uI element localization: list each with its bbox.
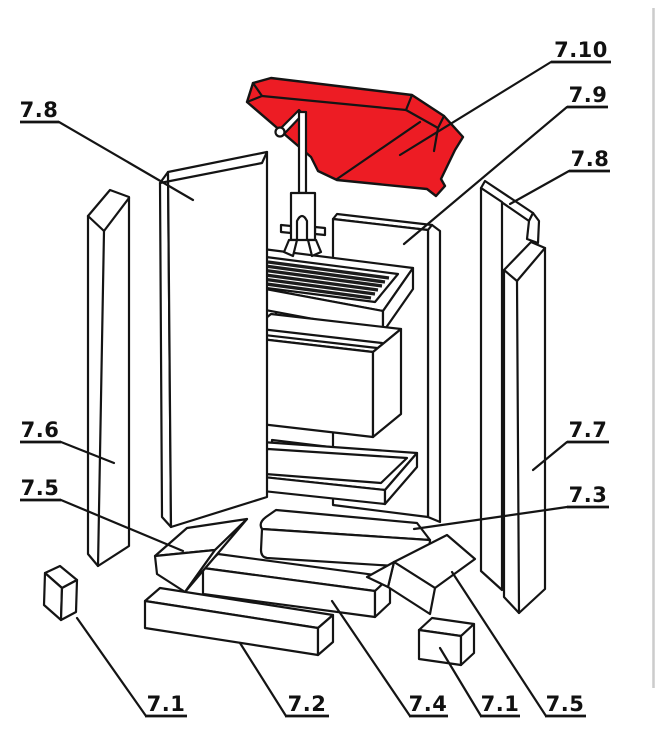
label-7-8-top-left: 7.8: [20, 98, 59, 122]
leader-7-3: [412, 505, 569, 531]
block-right-side-face: [459, 622, 476, 667]
label-7-1-right: 7.1: [481, 692, 520, 716]
left-panel-top-crease: [158, 150, 269, 185]
leader-7-10: [398, 60, 553, 157]
right-pillar-body: [502, 240, 547, 615]
hatch-line: [250, 280, 372, 300]
leader-7-5-left: [59, 498, 185, 553]
part-right-pillar-7-7: [502, 240, 547, 615]
part-left-pillar-7-6: [86, 188, 131, 568]
left-panel-face: [166, 150, 269, 529]
left-pillar-edge: [96, 229, 106, 568]
leader-7-6: [59, 440, 116, 465]
label-7-1-left: 7.1: [147, 692, 186, 716]
damper-rod: [297, 110, 308, 195]
part-grate-tray: [226, 246, 415, 334]
leader-7-1-right: [438, 646, 483, 718]
label-7-4: 7.4: [409, 692, 448, 716]
label-7-3: 7.3: [569, 483, 608, 507]
grate-hatching: [250, 260, 390, 300]
brick-73-top-face: [259, 508, 432, 542]
leader-7-1-left: [75, 616, 148, 718]
part-plank-7-2: [143, 586, 335, 657]
leader-7-7: [531, 440, 569, 472]
label-7-6: 7.6: [21, 418, 60, 442]
damper-handle-ball: [274, 126, 286, 138]
firebox-lid-crease: [245, 331, 379, 350]
part-baffle-plate-7-10-highlighted: [245, 76, 465, 198]
left-pillar-body: [86, 188, 131, 568]
leader-7-9: [402, 105, 569, 246]
label-7-5-right: 7.5: [546, 692, 585, 716]
ash-pan-right-wall: [383, 451, 419, 506]
part-labels: 7.8 7.10 7.9 7.8 7.6 7.5 7.7 7.3 7.1 7.2…: [20, 38, 610, 716]
label-underlines: [20, 60, 611, 718]
bracket-foot-right: [306, 238, 323, 258]
bracket-u-cutout: [295, 214, 309, 242]
label-7-2: 7.2: [288, 692, 327, 716]
label-7-9: 7.9: [569, 83, 608, 107]
hatch-line: [264, 264, 386, 284]
label-7-5-left: 7.5: [21, 476, 60, 500]
part-wedge-brick-left-7-5: [153, 517, 249, 594]
part-wedge-brick-right-7-5: [365, 533, 477, 616]
label-7-8-right: 7.8: [571, 147, 610, 171]
plank-72-end-face: [316, 613, 335, 657]
hatch-line: [261, 268, 383, 288]
part-rounded-brick-7-3: [259, 508, 432, 570]
right-panel-bevel-facet: [525, 211, 541, 245]
rear-panel-side-band: [426, 223, 442, 524]
label-7-10: 7.10: [554, 38, 608, 62]
bracket-crossbar-left: [279, 223, 293, 235]
firebox-right-face: [371, 327, 403, 439]
baffle-plate-body: [245, 76, 465, 198]
block-left-side-face: [59, 578, 79, 622]
leader-lines: [57, 60, 571, 718]
part-damper-rod-assembly: [274, 108, 327, 258]
leader-7-5-right: [450, 570, 548, 718]
right-panel-face: [479, 186, 504, 592]
wedge-right-tip-facet: [365, 560, 396, 589]
wedge-left-slope-face: [183, 517, 249, 594]
part-left-side-panel-7-8: [158, 150, 269, 529]
bracket-crossbar-right: [313, 225, 327, 237]
leader-7-8-top-left: [57, 120, 195, 202]
part-right-side-panel-7-8: [479, 179, 541, 592]
part-firebox-box: [241, 312, 403, 439]
leader-7-8-right: [508, 169, 571, 206]
leader-7-2: [238, 641, 288, 718]
bracket-foot-left: [282, 238, 299, 258]
part-ash-pan-tray: [223, 440, 419, 506]
hatch-line: [267, 260, 390, 280]
right-pillar-edge: [515, 279, 521, 615]
part-small-block-left-7-1: [42, 564, 79, 622]
brick-73-front-face: [259, 527, 432, 570]
firebox-lid-crease: [250, 326, 384, 345]
hatch-line: [254, 276, 376, 296]
hatch-line: [257, 272, 379, 292]
leader-7-4: [330, 599, 412, 718]
baffle-front-crease: [335, 120, 422, 181]
label-7-7: 7.7: [569, 418, 608, 442]
